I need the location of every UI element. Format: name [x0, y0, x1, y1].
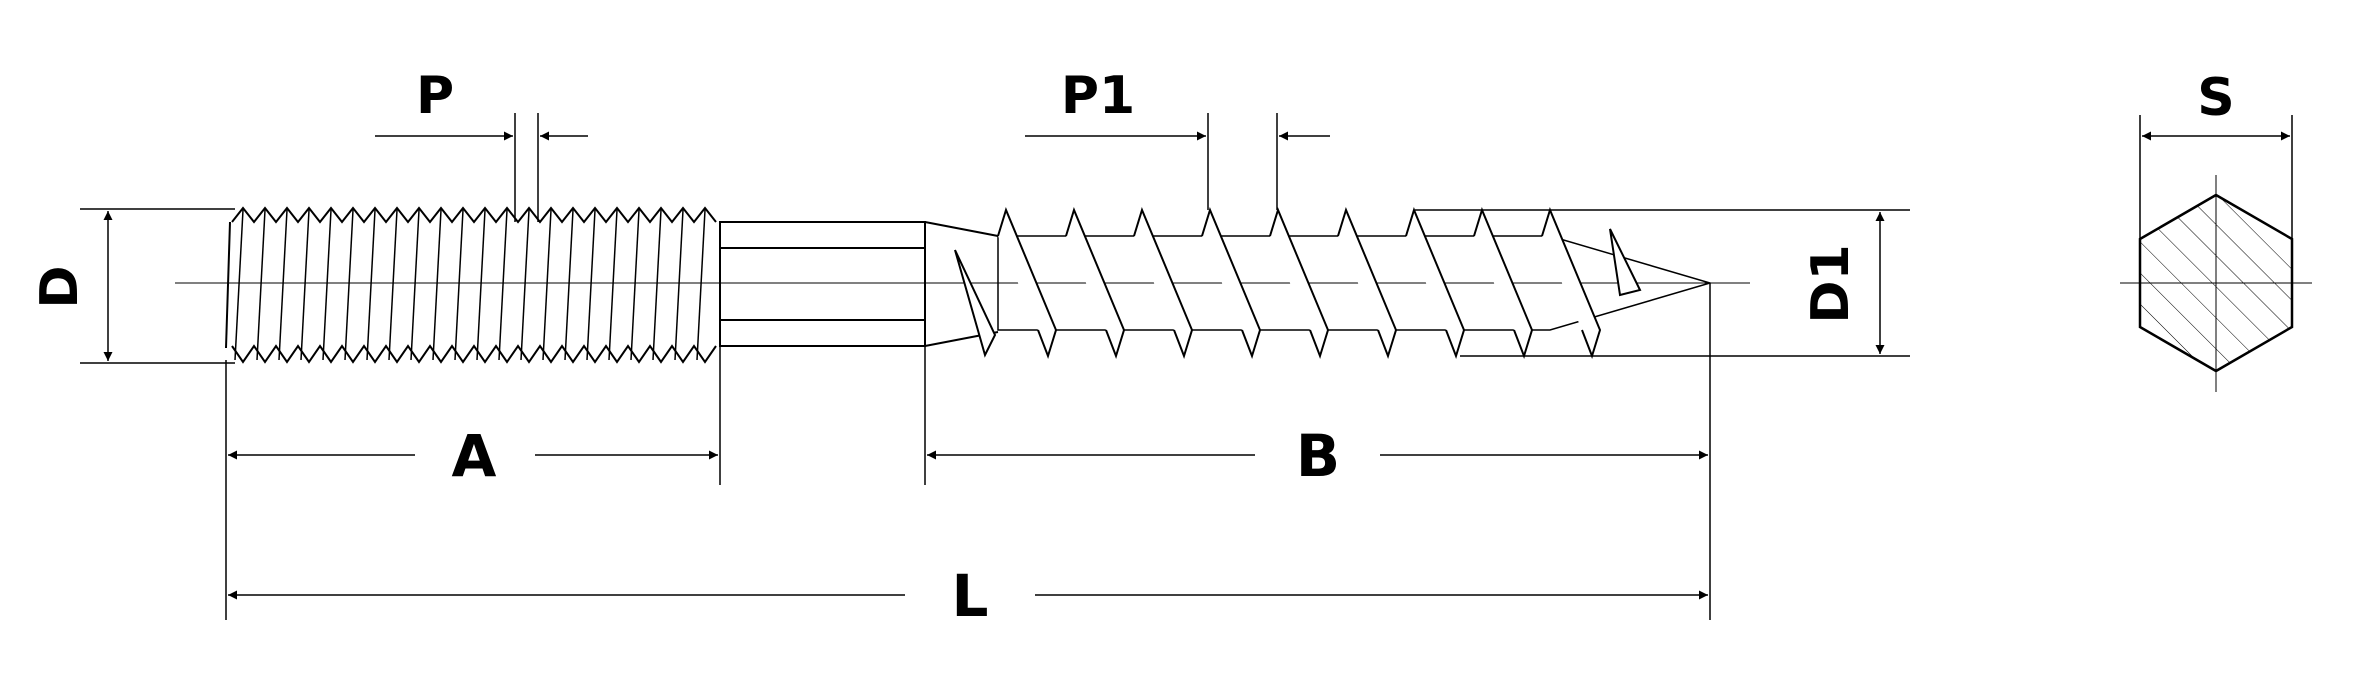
machine-thread-flank [300, 209, 310, 361]
machine-thread-flank [652, 209, 662, 361]
wood-thread-crests [997, 207, 1602, 360]
machine-thread-flank [608, 209, 618, 361]
label-a: A [452, 422, 497, 490]
wood-thread-crest [1473, 207, 1534, 360]
wood-thread-section [954, 207, 1713, 360]
machine-thread-flank [388, 209, 398, 361]
machine-thread-flank [256, 209, 266, 361]
wood-thread-crest [1405, 207, 1466, 360]
label-d1: D1 [1801, 244, 1861, 323]
machine-thread-flank [432, 209, 442, 361]
label-p: P [416, 66, 454, 126]
machine-thread-flank [696, 209, 706, 361]
machine-thread-flank [498, 209, 508, 361]
machine-thread-flank [564, 209, 574, 361]
shank-hex-section [719, 221, 999, 347]
machine-thread-flank [630, 209, 640, 361]
label-s: S [2197, 68, 2234, 128]
label-d: D [30, 265, 90, 308]
wood-thread-crest [1201, 207, 1262, 360]
machine-thread-flank [586, 209, 596, 361]
machine-thread-section [225, 206, 717, 364]
label-p1: P1 [1061, 66, 1135, 126]
machine-thread-bottom-profile [231, 344, 717, 364]
machine-thread-flank [410, 209, 420, 361]
label-b: B [1296, 422, 1340, 490]
machine-thread-flank [454, 209, 464, 361]
machine-thread-flank [322, 209, 332, 361]
machine-thread-flank [476, 209, 486, 361]
machine-thread-flank [674, 209, 684, 361]
machine-thread-flank [234, 209, 244, 361]
machine-thread-flank [366, 209, 376, 361]
machine-thread-flank [520, 209, 530, 361]
hex-end-view [2120, 175, 2312, 392]
wood-thread-crest [1541, 207, 1602, 360]
wood-thread-crest [1337, 207, 1398, 360]
machine-thread-top-profile [231, 206, 717, 224]
wood-thread-crest [1269, 207, 1330, 360]
machine-thread-flank [278, 209, 288, 361]
wood-thread-crest [1133, 207, 1194, 360]
machine-thread-flanks [234, 209, 706, 361]
wood-thread-crest [997, 207, 1058, 360]
machine-thread-flank [344, 209, 354, 361]
wood-thread-crest [1065, 207, 1126, 360]
label-l: L [952, 562, 989, 630]
machine-thread-flank [542, 209, 552, 361]
dimensions [80, 113, 2293, 620]
